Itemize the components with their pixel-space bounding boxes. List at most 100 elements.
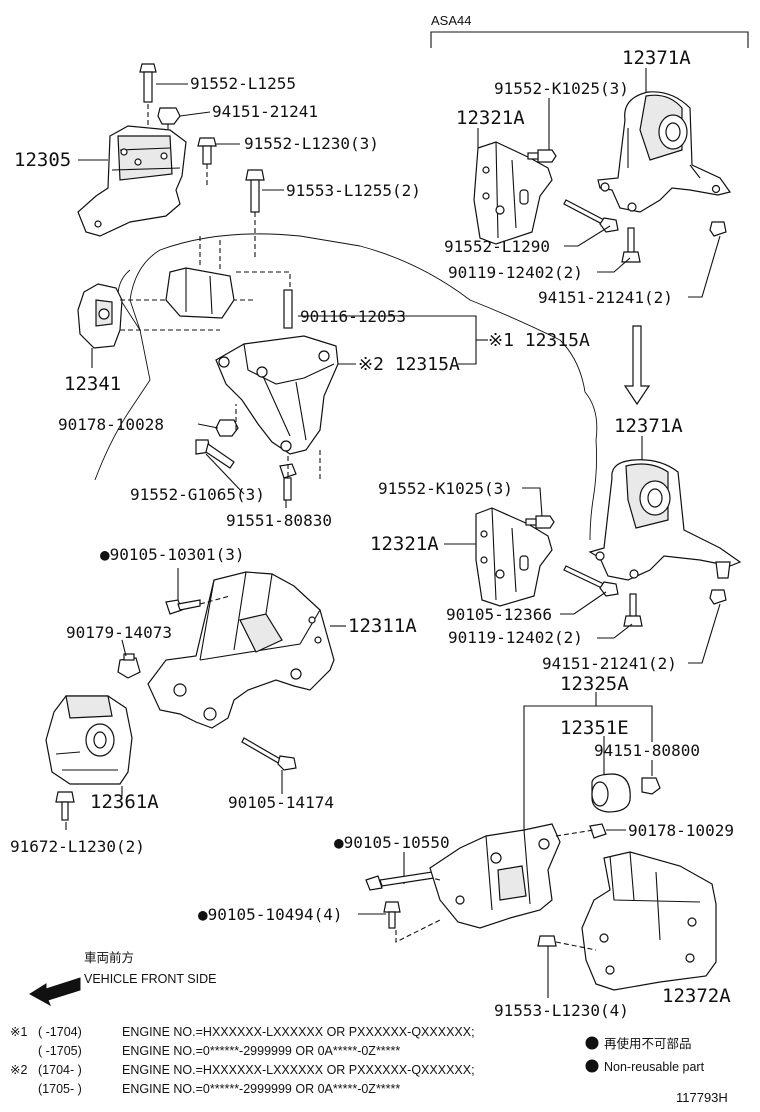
bolt-91672-l1230: [55, 791, 75, 821]
label-12351e: 12351E: [560, 717, 629, 739]
bolt-91552-k1025-mid: [525, 515, 555, 529]
bracket-top[interactable]: [473, 141, 553, 245]
bolt-91551-80830: [279, 463, 297, 501]
note-4-range: (1705- ): [38, 1082, 82, 1096]
bolt-90105-14174: [241, 737, 297, 771]
label-12315a-note1: ※1 12315A: [488, 330, 590, 351]
label-90105-12366: 90105-12366: [446, 605, 552, 624]
note-2-text: ENGINE NO.=0******-2999999 OR 0A*****-0Z…: [122, 1044, 400, 1058]
mount-insulator-mid[interactable]: [588, 459, 742, 581]
nut-94151-21241-mid: [709, 589, 727, 605]
label-90116-12053: 90116-12053: [300, 307, 406, 326]
note-3-range: (1704- ): [38, 1063, 82, 1077]
nut-94151-21241-top: [709, 221, 727, 237]
front-side-japanese: 車両前方: [84, 950, 134, 965]
label-12311a: 12311A: [348, 615, 417, 637]
label-91553-l1230: 91553-L1230(4): [494, 1001, 629, 1020]
bolt-91552-l1290: [563, 199, 619, 233]
bolt-90119-12402-top: [621, 227, 641, 263]
bolt-91553-l1230: [537, 935, 597, 951]
diagram-id: 117793H: [676, 1090, 728, 1105]
label-94151-21241-top: 94151-21241(2): [538, 288, 673, 307]
front-arrow-icon: [29, 977, 81, 1007]
bracket-12311a[interactable]: [147, 571, 335, 729]
note-1-mark: ※1: [10, 1025, 27, 1039]
mount-12361a[interactable]: [45, 695, 133, 785]
bolt-91552-l1230: [197, 137, 217, 165]
label-94151-21241: 94151-21241: [212, 102, 318, 121]
nut-90179-14073: [117, 653, 141, 679]
label-91552-k1025-mid: 91552-K1025(3): [378, 479, 513, 498]
arrow-down-icon: [623, 325, 651, 406]
leaders-mid-right: [444, 436, 721, 664]
bracket-12305[interactable]: [77, 125, 187, 237]
stud-90116-12053: [283, 289, 293, 329]
label-12305: 12305: [14, 149, 71, 171]
label-90119-12402-mid: 90119-12402(2): [448, 628, 583, 647]
label-91551-80830: 91551-80830: [226, 511, 332, 530]
leaders-12315a: [197, 315, 488, 508]
label-90119-12402-top: 90119-12402(2): [448, 263, 583, 282]
bracket-12315a[interactable]: [215, 335, 339, 455]
label-90105-10550: ●90105-10550: [334, 833, 450, 852]
label-91553-l1255: 91553-L1255(2): [286, 181, 421, 200]
bracket-12305-lower: [165, 236, 291, 319]
bolt-90105-10301: [165, 599, 201, 615]
nut-90178-10028: [215, 419, 239, 437]
leaders-top-left: [78, 83, 284, 260]
bolt-90119-12402-mid: [623, 593, 643, 627]
label-90105-10301: ●90105-10301(3): [100, 545, 245, 564]
note-2-range: ( -1705): [38, 1044, 82, 1058]
label-91552-g1065: 91552-G1065(3): [130, 485, 265, 504]
label-12371a-mid: 12371A: [614, 415, 683, 437]
bolt-90105-10550: [365, 871, 435, 891]
note-3-text: ENGINE NO.=HXXXXXX-LXXXXXX OR PXXXXXX-QX…: [122, 1063, 475, 1077]
label-94151-21241-mid: 94151-21241(2): [542, 654, 677, 673]
bolt-91552-k1025-top: [527, 149, 557, 163]
legend-japanese: 再使用不可部品: [604, 1036, 692, 1051]
label-91552-l1290: 91552-L1290: [444, 237, 550, 256]
label-12361a: 12361A: [90, 791, 159, 813]
bolt-91553-l1255: [245, 169, 265, 213]
non-reusable-bullet-icon-2: [585, 1059, 599, 1073]
label-91552-k1025-top: 91552-K1025(3): [494, 79, 629, 98]
label-91552-l1255: 91552-L1255: [190, 74, 296, 93]
variant-label: ASA44: [431, 13, 471, 28]
label-12372a: 12372A: [662, 985, 731, 1007]
label-90178-10029: 90178-10029: [628, 821, 734, 840]
label-90179-14073: 90179-14073: [66, 623, 172, 642]
non-reusable-bullet-icon: [585, 1036, 599, 1050]
bolt-91552-g1065: [195, 439, 235, 469]
label-94151-80800: 94151-80800: [594, 741, 700, 760]
note-3-mark: ※2: [10, 1063, 27, 1077]
label-90178-10028: 90178-10028: [58, 415, 164, 434]
label-90105-14174: 90105-14174: [228, 793, 334, 812]
note-1-text: ENGINE NO.=HXXXXXX-LXXXXXX OR PXXXXXX-QX…: [122, 1025, 475, 1039]
bolt-91552-l1255: [139, 63, 157, 103]
vehicle-front-side-indicator: 車両前方 VEHICLE FRONT SIDE: [29, 950, 216, 1007]
note-4-text: ENGINE NO.=0******-2999999 OR 0A*****-0Z…: [122, 1082, 400, 1096]
bracket-12325a[interactable]: [395, 823, 595, 943]
label-12315a-note2: ※2 12315A: [358, 354, 460, 375]
leaders-top-right: [477, 68, 721, 298]
front-side-english: VEHICLE FRONT SIDE: [84, 972, 216, 986]
label-12325a: 12325A: [560, 673, 629, 695]
label-12321a-mid: 12321A: [370, 533, 439, 555]
leaders-mid-left: [65, 568, 346, 830]
nut-94151-21241: [157, 107, 181, 125]
label-91672-l1230: 91672-L1230(2): [10, 837, 145, 856]
leaders-12325a: [358, 692, 653, 998]
bushing-12351e: [591, 773, 631, 813]
note-1-range: ( -1704): [38, 1025, 82, 1039]
label-90105-10494: ●90105-10494(4): [198, 905, 343, 924]
bolt-90105-10494: [383, 901, 401, 929]
nut-94151-80800: [641, 777, 661, 795]
bracket-12372a[interactable]: [581, 851, 717, 991]
bracket-mid[interactable]: [475, 507, 553, 607]
label-12321a-top: 12321A: [456, 107, 525, 129]
legend: 再使用不可部品 Non-reusable part: [585, 1036, 705, 1074]
mount-insulator-top[interactable]: [597, 91, 732, 213]
footnotes: ※1 ( -1704) ENGINE NO.=HXXXXXX-LXXXXXX O…: [10, 1025, 475, 1096]
label-12341: 12341: [64, 373, 121, 395]
